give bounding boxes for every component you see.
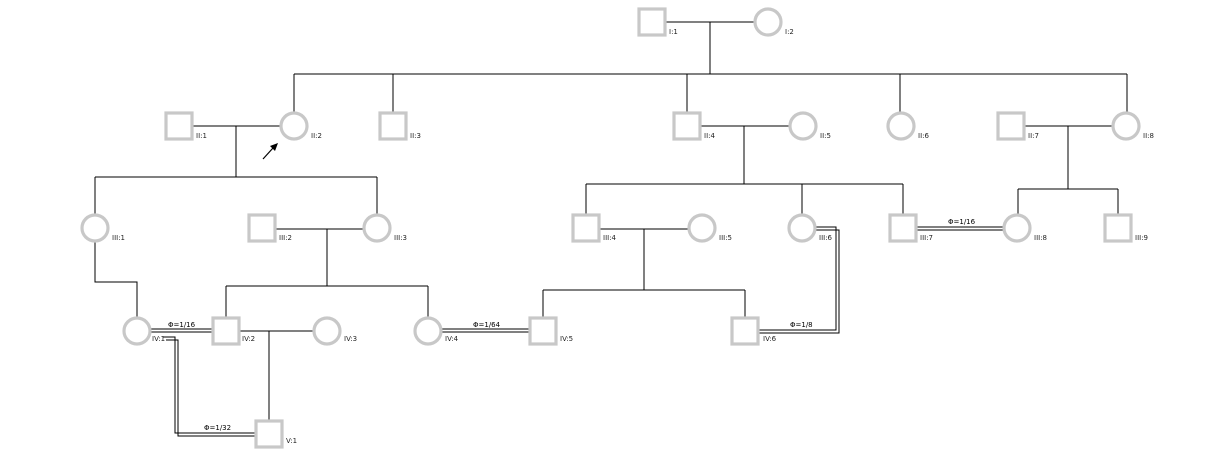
individual-label: II:8 [1143,132,1154,140]
individual-label: II:6 [918,132,929,140]
individual-label: IV:1 [152,335,165,343]
individual-label: III:2 [279,234,292,242]
consanguinity-lines [151,226,1003,437]
male-symbol [211,316,241,346]
individual-symbols [80,7,1141,449]
female-symbol [787,213,817,243]
individual-label: II:5 [820,132,831,140]
individual-label: V:1 [286,437,297,445]
relationship-lines [94,21,1128,437]
individual-labels: I:1 I:2II:1 II:2 II:3 II:4 II:5 II:6 II:7 II:8II… [112,28,1154,445]
individual-label: III:3 [394,234,407,242]
female-symbol [1002,213,1032,243]
female-symbol [80,213,110,243]
male-symbol [672,111,702,141]
female-symbol [312,316,342,346]
individual-label: II:1 [196,132,207,140]
kinship-coefficient-label: Φ=1/32 [204,424,231,432]
male-symbol [571,213,601,243]
male-symbol [247,213,277,243]
male-symbol [996,111,1026,141]
individual-label: IV:5 [560,335,573,343]
female-symbol [362,213,392,243]
individual-label: II:2 [311,132,322,140]
male-symbol [164,111,194,141]
individual-label: II:3 [410,132,421,140]
individual-label: I:2 [785,28,794,36]
female-symbol [753,7,783,37]
female-symbol [687,213,717,243]
individual-label: I:1 [669,28,678,36]
individual-label: IV:6 [763,335,777,343]
female-symbol [122,316,152,346]
male-symbol [254,419,284,449]
male-symbol [528,316,558,346]
kinship-coefficient-label: Φ=1/8 [790,321,813,329]
male-symbol [378,111,408,141]
individual-label: IV:2 [242,335,255,343]
individual-label: III:7 [920,234,933,242]
female-symbol [886,111,916,141]
individual-label: IV:4 [445,335,459,343]
kinship-coefficient-label: Φ=1/64 [473,321,501,329]
female-symbol [413,316,443,346]
individual-label: III:5 [719,234,732,242]
female-symbol [788,111,818,141]
female-symbol [279,111,309,141]
kinship-coefficient-label: Φ=1/16 [168,321,196,329]
male-symbol [730,316,760,346]
descent-line-III1-IV1 [94,241,138,317]
individual-label: II:7 [1028,132,1039,140]
male-symbol [637,7,667,37]
individual-label: III:4 [603,234,617,242]
male-symbol [888,213,918,243]
individual-label: III:6 [819,234,833,242]
proband-arrow [262,143,278,160]
individual-label: III:8 [1034,234,1047,242]
male-symbol [1103,213,1133,243]
kinship-coefficient-label: Φ=1/16 [948,218,976,226]
individual-label: III:1 [112,234,125,242]
individual-label: II:4 [704,132,715,140]
female-symbol [1111,111,1141,141]
individual-label: IV:3 [344,335,357,343]
individual-label: III:9 [1135,234,1148,242]
